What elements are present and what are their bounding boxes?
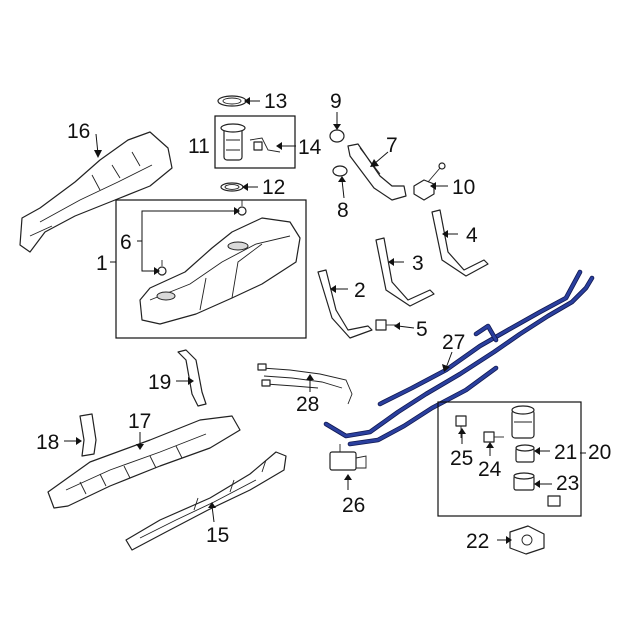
part-13-lock-ring [217, 95, 247, 107]
callout-11: 11 [188, 135, 210, 158]
part-12-seal [220, 182, 244, 192]
callout-20: 20 [588, 441, 611, 464]
callout-12: 12 [262, 176, 285, 199]
part-7-filler-pipe [347, 143, 407, 201]
part-20-group-box [437, 401, 582, 517]
leader-lines [64, 97, 586, 544]
part-26-valve [329, 444, 367, 471]
callout-3: 3 [412, 252, 424, 275]
part-11-fuel-pump [220, 123, 246, 161]
callout-2: 2 [354, 279, 366, 302]
callout-26: 26 [342, 494, 365, 517]
part-19-bracket [177, 349, 207, 407]
callout-27: 27 [442, 331, 465, 354]
part-18-bracket [79, 413, 97, 457]
part-25-bolt [455, 415, 467, 438]
callout-16: 16 [67, 120, 90, 143]
part-10-bracket [413, 162, 446, 201]
callout-1: 1 [96, 252, 108, 275]
callout-5: 5 [416, 318, 428, 341]
callout-8: 8 [337, 199, 349, 222]
callout-6: 6 [120, 231, 132, 254]
part-24-bolt [483, 431, 504, 443]
part-5-bolt [375, 319, 398, 331]
callout-24: 24 [478, 458, 502, 481]
part-27-fuel-line-assembly [323, 269, 595, 447]
callout-7: 7 [386, 134, 398, 157]
part-3-tank-strap [375, 237, 435, 307]
part-9-fuel-cap [329, 129, 345, 143]
part-1-fuel-tank [139, 217, 301, 325]
callout-25: 25 [450, 447, 473, 470]
callout-19: 19 [148, 371, 171, 394]
part-14-sender [249, 137, 281, 153]
callout-labels: 16 13 11 14 12 9 7 10 8 6 4 1 3 2 5 27 1… [36, 90, 611, 553]
part-2-tank-strap [317, 269, 373, 339]
part-1-group-box [115, 199, 307, 339]
part-4-tank-strap [431, 209, 489, 277]
callout-15: 15 [206, 524, 229, 547]
callout-18: 18 [36, 431, 59, 454]
part-22-bracket [509, 525, 545, 555]
callout-4: 4 [466, 224, 478, 247]
part-21-filter-element [515, 444, 535, 463]
callout-13: 13 [264, 90, 287, 113]
callout-21: 21 [554, 441, 577, 464]
part-16-skid-plate [19, 131, 173, 253]
part-8-filler-ring [332, 165, 348, 177]
callout-10: 10 [452, 176, 475, 199]
callout-17: 17 [128, 410, 151, 433]
callout-28: 28 [296, 393, 319, 416]
part-6-studs [157, 200, 247, 276]
callout-23: 23 [556, 472, 579, 495]
part-11-group-box [214, 115, 296, 169]
callout-14: 14 [298, 136, 322, 159]
part-15-shield [125, 451, 287, 551]
part-23-filter-cap [513, 472, 561, 507]
callout-22: 22 [466, 530, 489, 553]
callout-9: 9 [330, 90, 342, 113]
part-21-filter-housing [511, 405, 535, 439]
